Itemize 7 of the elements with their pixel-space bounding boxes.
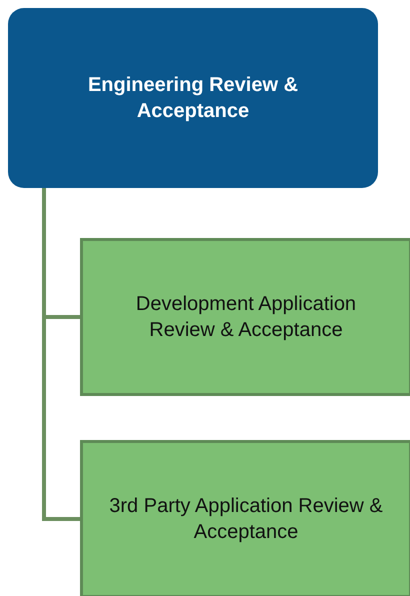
task-box (80, 440, 410, 596)
heading-box (8, 8, 378, 188)
task-text: Development Application Review & Acceptance (134, 292, 358, 343)
heading-text: Engineering Review & Acceptance (86, 73, 300, 124)
task-text: 3rd Party Application Review & Acceptance (108, 494, 384, 545)
connector-line (42, 188, 80, 521)
task-box (80, 238, 410, 396)
